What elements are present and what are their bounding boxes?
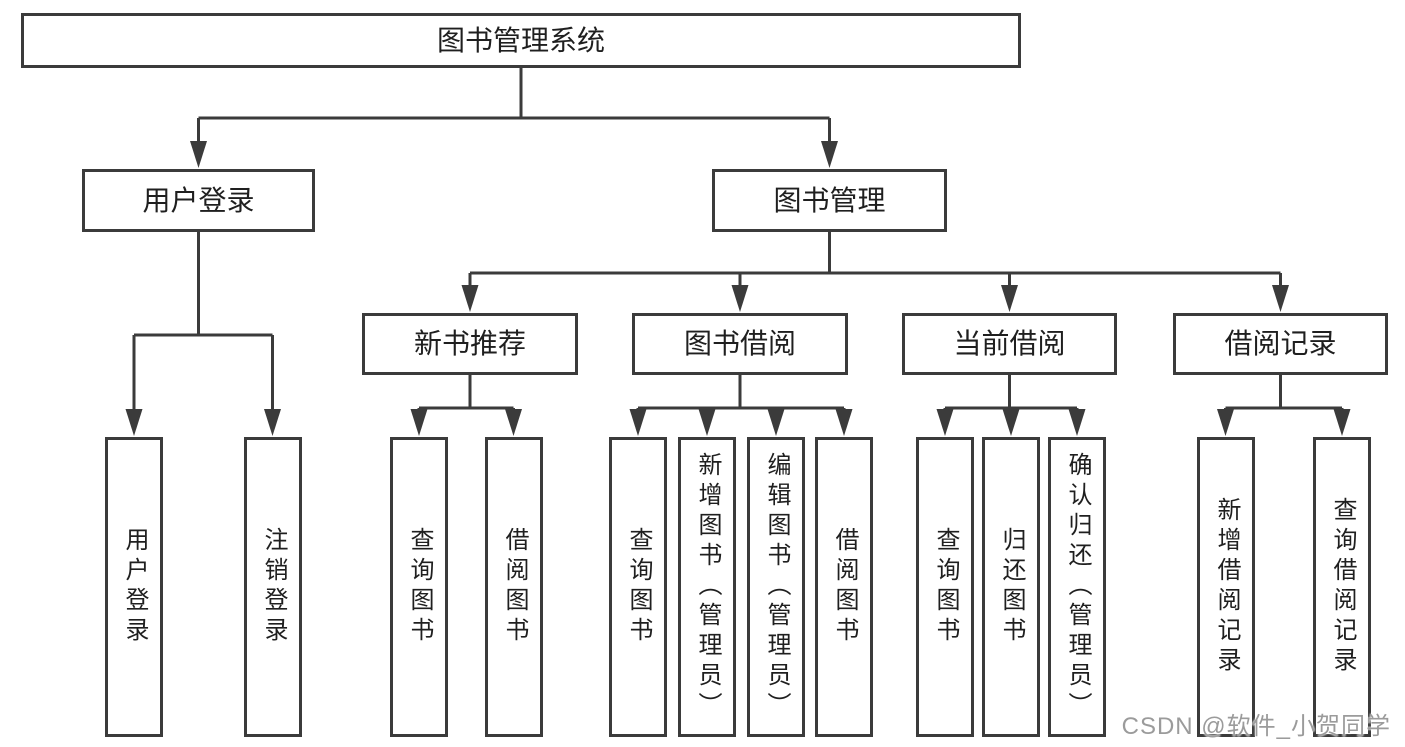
- arrow-down-icon: [410, 409, 428, 436]
- leaf-add-borrow-record: 新增借阅记录: [1197, 437, 1255, 737]
- arrow-down-icon: [1217, 409, 1234, 436]
- leaf-add-books-admin: 新增图书（管理员）: [678, 437, 736, 737]
- arrow-down-icon: [821, 141, 838, 168]
- leaf-query-books-current-label: 查询图书: [932, 527, 959, 647]
- leaf-query-borrow-record: 查询借阅记录: [1313, 437, 1371, 737]
- arrow-down-icon: [767, 409, 785, 436]
- node-book-borrow: 图书借阅: [632, 313, 848, 375]
- leaf-borrow-books-label: 借阅图书: [831, 527, 858, 647]
- root-node-label: 图书管理系统: [436, 24, 605, 56]
- arrow-down-icon: [1002, 409, 1020, 436]
- arrow-down-icon: [835, 409, 853, 436]
- leaf-query-books-recommend: 查询图书: [390, 437, 448, 737]
- leaf-user-login: 用户登录: [105, 437, 163, 737]
- leaf-return-books-label: 归还图书: [998, 527, 1025, 647]
- leaf-return-books: 归还图书: [982, 437, 1040, 737]
- leaf-add-books-admin-label: 新增图书（管理员）: [694, 452, 721, 722]
- node-book-management: 图书管理: [712, 169, 947, 232]
- leaf-user-login-label: 用户登录: [121, 527, 148, 647]
- node-user-login-label: 用户登录: [142, 184, 255, 216]
- leaf-query-borrow-record-label: 查询借阅记录: [1329, 497, 1356, 677]
- arrow-down-icon: [731, 285, 749, 312]
- leaf-confirm-return-admin-label: 确认归还（管理员）: [1064, 452, 1091, 722]
- node-borrow-record-label: 借阅记录: [1224, 328, 1337, 359]
- leaf-borrow-books: 借阅图书: [815, 437, 873, 737]
- arrow-down-icon: [936, 409, 954, 436]
- arrow-down-icon: [1001, 285, 1018, 312]
- arrow-down-icon: [629, 409, 647, 436]
- leaf-query-books-current: 查询图书: [916, 437, 974, 737]
- node-new-book-recommend-label: 新书推荐: [413, 328, 526, 359]
- node-new-book-recommend: 新书推荐: [362, 313, 578, 375]
- leaf-borrow-books-recommend-label: 借阅图书: [501, 527, 528, 647]
- leaf-query-books-borrow: 查询图书: [609, 437, 667, 737]
- arrow-down-icon: [505, 409, 522, 436]
- node-current-borrow: 当前借阅: [902, 313, 1117, 375]
- arrow-down-icon: [461, 285, 479, 312]
- root-node-library-system: 图书管理系统: [21, 13, 1021, 68]
- leaf-logout-label: 注销登录: [260, 527, 287, 647]
- node-book-management-label: 图书管理: [773, 184, 886, 216]
- arrow-down-icon: [1068, 409, 1086, 436]
- leaf-edit-books-admin: 编辑图书（管理员）: [747, 437, 805, 737]
- leaf-query-books-borrow-label: 查询图书: [625, 527, 652, 647]
- arrow-down-icon: [190, 141, 207, 168]
- arrow-down-icon: [1333, 409, 1351, 436]
- node-borrow-record: 借阅记录: [1173, 313, 1388, 375]
- arrow-down-icon: [1272, 285, 1289, 312]
- arrow-down-icon: [698, 409, 716, 436]
- leaf-logout: 注销登录: [244, 437, 302, 737]
- arrow-down-icon: [125, 409, 143, 436]
- arrow-down-icon: [264, 409, 281, 436]
- node-book-borrow-label: 图书借阅: [683, 328, 796, 359]
- node-current-borrow-label: 当前借阅: [953, 328, 1066, 359]
- leaf-confirm-return-admin: 确认归还（管理员）: [1048, 437, 1106, 737]
- leaf-borrow-books-recommend: 借阅图书: [485, 437, 543, 737]
- node-user-login: 用户登录: [82, 169, 315, 232]
- leaf-query-books-recommend-label: 查询图书: [406, 527, 433, 647]
- leaf-add-borrow-record-label: 新增借阅记录: [1213, 497, 1240, 677]
- leaf-edit-books-admin-label: 编辑图书（管理员）: [763, 452, 790, 722]
